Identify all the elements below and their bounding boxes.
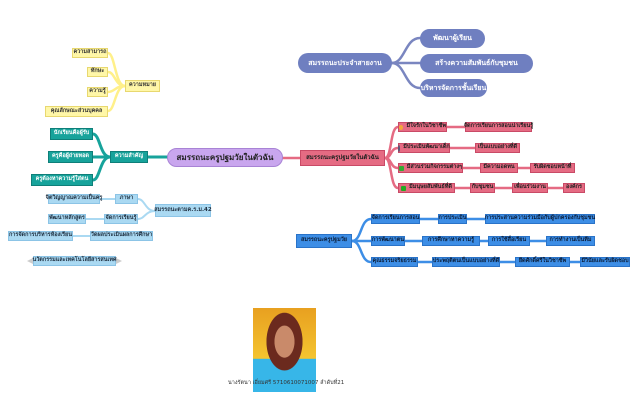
self-item[interactable]: มีมนุษยสัมพันธ์ที่ดี [398,183,455,193]
center-topic[interactable]: สมรรถนะครูปฐมวัยในตัวฉัน [167,148,283,167]
kurusapa-item[interactable]: จัดการเรียนรู้ [104,214,138,224]
self-item[interactable]: องค์กร [563,183,585,193]
self-item[interactable]: มีความอดทน [480,163,518,173]
self-hub[interactable]: สมรรถนะครูปฐมวัยในตัวฉัน [300,150,385,166]
meaning-item[interactable]: ทักษะ [87,67,108,77]
floating-topic[interactable]: นวัตกรรมและเทคโนโลยีสารสนเทศ [32,256,117,266]
importance-hub[interactable]: ความสำคัญ [110,151,148,163]
early-item[interactable]: การทำงานเป็นทีม [546,236,595,246]
kurusapa-item[interactable]: การจัดการบริหารห้องเรียน [8,231,73,241]
early-item[interactable]: มีวินัยและรับผิดชอบ [580,257,630,267]
meaning-item[interactable]: ความรู้ [87,87,108,97]
circle-icon [398,144,401,152]
importance-item[interactable]: นักเรียนคือผู้รับ [50,128,93,140]
meaning-item[interactable]: ความสามารถ [72,48,108,58]
self-item[interactable]: จัดการเรียนการสอนน่าเรียนรู้ [464,122,533,132]
emoji-icon [399,124,404,130]
work-hub[interactable]: สมรรถนะประจำสายงาน [298,53,392,73]
self-item[interactable]: มีประเมินพัฒนาเด็ก [398,143,450,153]
work-item[interactable]: บริหารจัดการชั้นเรียน [420,79,487,97]
kurusapa-item[interactable]: ภาษา [115,194,138,204]
early-item[interactable]: ประพฤติตนเป็นแบบอย่างที่ดี [432,257,500,267]
early-item[interactable]: การศึกษาหาความรู้ [422,236,480,246]
portrait-photo [253,308,316,392]
early-hub[interactable]: สมรรถนะครูปฐมวัย [296,234,352,248]
flag-icon [399,165,404,171]
self-item[interactable]: มีส่วนร่วมกิจกรรมต่างๆ [398,163,463,173]
self-item[interactable]: เป็นแบบอย่างที่ดี [475,143,520,153]
kurusapa-item[interactable]: พัฒนาหลักสูตร [48,214,86,224]
self-item[interactable]: มีใจรักในวิชาชีพ [398,122,447,132]
arrow-icon [401,185,407,191]
work-item[interactable]: สร้างความสัมพันธ์กับชุมชน [420,54,533,73]
kurusapa-hub[interactable]: สมรรถนะตามค.ร.ม.42 [154,204,212,217]
early-item[interactable]: การประเมิน [438,214,467,224]
work-item[interactable]: พัฒนาผู้เรียน [420,29,485,48]
self-item[interactable]: กับชุมชน [470,183,495,193]
early-item[interactable]: การประสานความร่วมมือกับผู้ปกครองกับชุมชน [485,214,595,224]
early-item[interactable]: การใช้สื่อเรียน [488,236,530,246]
meaning-item[interactable]: คุณลักษณะส่วนบุคคล [45,106,108,117]
self-item[interactable]: เพื่อนร่วมงาน [512,183,548,193]
photo-caption: นางรัตนา เอี่ยมศรี 5710610071007 ลำดับที… [228,380,345,386]
early-item[interactable]: ยึดศักดิ์ศรีในวิชาชีพ [515,257,570,267]
early-item[interactable]: คุณธรรมจริยธรรม [371,257,418,267]
importance-item[interactable]: ครูต้องหาความรู้ใส่ตน [31,174,93,186]
early-item[interactable]: จัดการเรียนการสอน [371,214,420,224]
kurusapa-item[interactable]: จิตวิญญาณความเป็นครู [46,194,102,204]
early-item[interactable]: การพัฒนาตน [371,236,405,246]
kurusapa-item[interactable]: วัดผลประเมินผลการศึกษา [90,231,153,241]
meaning-hub[interactable]: ความหมาย [125,80,160,92]
self-item[interactable]: รับผิดชอบหน้าที่ [530,163,575,173]
importance-item[interactable]: ครูคือผู้ถ่ายทอด [48,151,93,163]
